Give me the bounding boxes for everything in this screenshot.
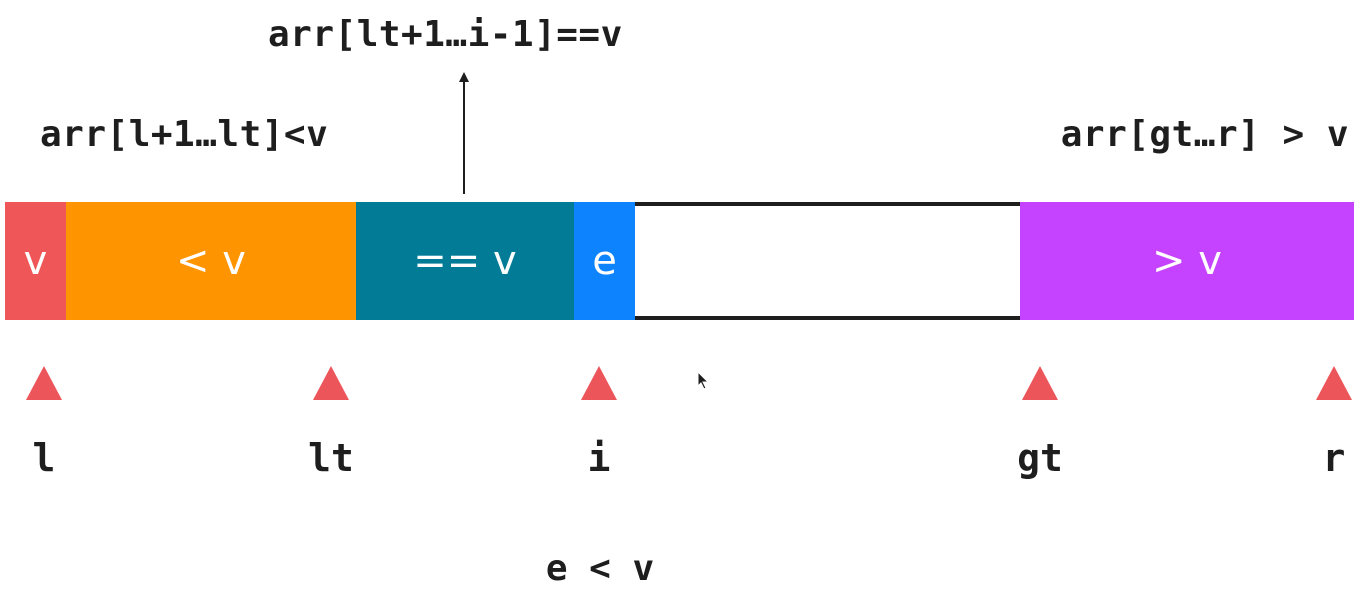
arrow-up-icon bbox=[459, 72, 469, 194]
pointer-gt-triangle-icon bbox=[1022, 366, 1058, 400]
pivot-segment: v bbox=[5, 202, 66, 320]
pointer-l-triangle-icon bbox=[26, 366, 62, 400]
equal-segment: == v bbox=[356, 202, 574, 320]
array-bar: v < v == v e > v bbox=[5, 202, 1354, 320]
pointer-gt-label: gt bbox=[1017, 436, 1063, 480]
pointer-l-label: l bbox=[32, 436, 56, 480]
equal-range-label: arr[lt+1…i-1]==v bbox=[268, 14, 623, 55]
pointer-lt-label: lt bbox=[308, 436, 354, 480]
mouse-cursor-icon bbox=[697, 371, 710, 390]
pointer-i-triangle-icon bbox=[581, 366, 617, 400]
pointer-lt-triangle-icon bbox=[313, 366, 349, 400]
condition-note: e < v bbox=[545, 548, 655, 589]
greater-range-label: arr[gt…r] > v bbox=[1060, 114, 1349, 155]
pointer-r-label: r bbox=[1322, 436, 1346, 480]
less-than-segment: < v bbox=[66, 202, 356, 320]
pointer-i-label: i bbox=[587, 436, 611, 480]
greater-than-segment: > v bbox=[1020, 202, 1354, 320]
unprocessed-segment bbox=[635, 202, 1020, 320]
current-element-segment: e bbox=[574, 202, 635, 320]
pointer-r-triangle-icon bbox=[1316, 366, 1352, 400]
less-range-label: arr[l+1…lt]<v bbox=[40, 114, 329, 155]
